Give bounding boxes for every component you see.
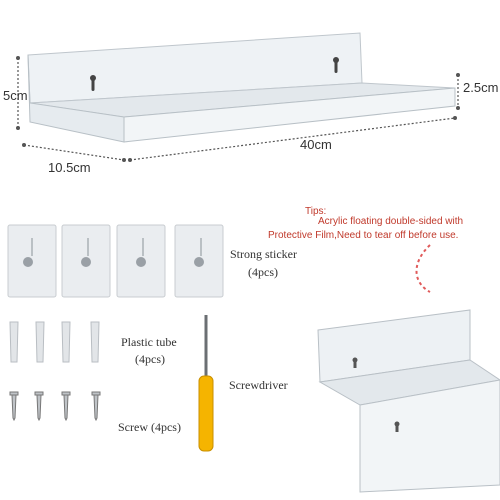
sticker-group	[7, 224, 224, 298]
tube-label: Plastic tube	[121, 335, 177, 349]
keyhole-left-icon	[90, 75, 96, 91]
shelf-photo	[317, 309, 500, 493]
plastic-tube-group	[9, 321, 100, 363]
depth-bottom-label: 10.5cm	[48, 160, 91, 175]
height-label: 5cm	[3, 88, 28, 103]
screwdriver-label: Screwdriver	[229, 378, 288, 392]
tube-count: (4pcs)	[135, 352, 165, 366]
sticker-count: (4pcs)	[248, 265, 278, 279]
tips-line-2: Protective Film,Need to tear off before …	[268, 230, 459, 241]
screwdriver-icon	[198, 315, 214, 452]
depth-right-label: 2.5cm	[463, 80, 499, 95]
peel-arrow-icon	[415, 244, 431, 293]
tips-title: Tips:	[305, 206, 327, 217]
sticker-label: Strong sticker	[230, 247, 297, 261]
length-label: 40cm	[300, 137, 332, 152]
screw-label: Screw (4pcs)	[118, 420, 181, 434]
tips-line-1: Acrylic floating double-sided with	[318, 216, 464, 227]
keyhole-right-icon	[333, 57, 339, 73]
screw-group	[9, 391, 101, 422]
